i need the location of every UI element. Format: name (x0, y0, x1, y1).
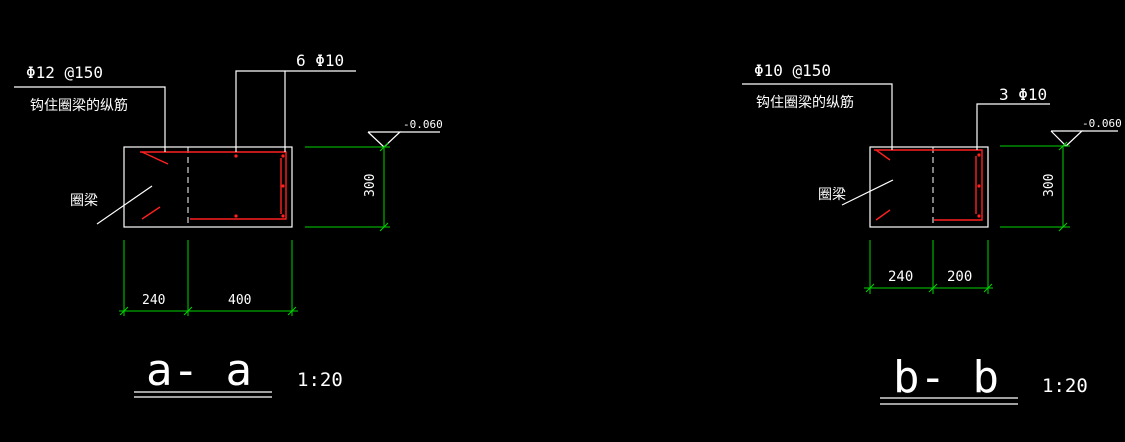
section-a-height-tick (379, 222, 389, 232)
section-b-hook-top (875, 149, 891, 161)
section-b-width-left-dim: 240 (888, 269, 913, 285)
section-b-stirrup (874, 149, 983, 221)
section-b-outline (869, 146, 989, 228)
section-a-width-tick (119, 306, 129, 316)
section-a-rebar-dot (234, 154, 238, 158)
section-a-rebar-dot (281, 154, 285, 158)
section-b-width-tick (865, 283, 875, 293)
section-b-beam-leader (841, 179, 894, 206)
section-a-outline (123, 146, 293, 228)
section-b-title: b- b (893, 352, 999, 403)
section-b-scale: 1:20 (1042, 375, 1088, 397)
section-b-elevation-triangle (1050, 130, 1084, 147)
section-a-rebar-dot (281, 214, 285, 218)
section-a-stirrup (140, 151, 287, 220)
section-b-rebar-label: 3 Φ10 (999, 85, 1047, 104)
section-b-beam-label: 圈梁 (818, 187, 846, 203)
section-a-height-dim: 300 (363, 174, 378, 197)
section-b-height-tick (1058, 141, 1068, 151)
section-b-stirrup-leader (742, 83, 893, 150)
section-b-elevation-label: -0.060 (1082, 117, 1122, 130)
section-b-width-right-dim: 200 (947, 269, 972, 285)
section-a-title: a- a (146, 345, 252, 396)
section-a-rebar-leader (235, 70, 356, 152)
section-a-elevation-label: -0.060 (403, 118, 443, 131)
section-b-rebar-dot (977, 214, 981, 218)
section-b-height-tick (1058, 222, 1068, 232)
section-a-width-tick (183, 306, 193, 316)
section-a: Φ12 @150 钩住圈梁的纵筋 6 Φ10 圈梁 -0.060 300 240… (14, 51, 443, 398)
section-a-stirrup-leader (14, 86, 166, 152)
section-b-rebar-leader (976, 103, 1050, 150)
section-a-beam-leader (96, 185, 153, 225)
section-b-tie-note: 钩住圈梁的纵筋 (756, 94, 854, 111)
section-b-hook-bottom (875, 209, 891, 221)
section-a-stirrup-label: Φ12 @150 (26, 63, 103, 82)
section-a-height-tick (379, 142, 389, 152)
section-a-hook-top (141, 151, 169, 165)
section-b-rebar-dot (977, 153, 981, 157)
section-a-scale: 1:20 (297, 369, 343, 391)
section-a-width-tick (287, 306, 297, 316)
section-b-rebar-dot (977, 184, 981, 188)
section-a-rebar-label: 6 Φ10 (296, 51, 344, 70)
section-b-stirrup-label: Φ10 @150 (754, 61, 831, 80)
section-a-beam-label: 圈梁 (70, 193, 98, 209)
section-b-width-tick (983, 283, 993, 293)
section-a-rebar-dot (281, 184, 285, 188)
section-a-elevation-triangle (367, 131, 402, 148)
section-a-width-right-dim: 400 (228, 293, 251, 308)
section-a-hook-bottom (141, 206, 161, 220)
section-a-tie-note: 钩住圈梁的纵筋 (30, 97, 128, 114)
section-b-height-dim: 300 (1042, 174, 1057, 197)
section-b-width-tick (928, 283, 938, 293)
section-a-width-left-dim: 240 (142, 293, 165, 308)
section-a-rebar-dot (234, 214, 238, 218)
section-b: Φ10 @150 钩住圈梁的纵筋 3 Φ10 圈梁 -0.060 300 240… (742, 61, 1122, 405)
